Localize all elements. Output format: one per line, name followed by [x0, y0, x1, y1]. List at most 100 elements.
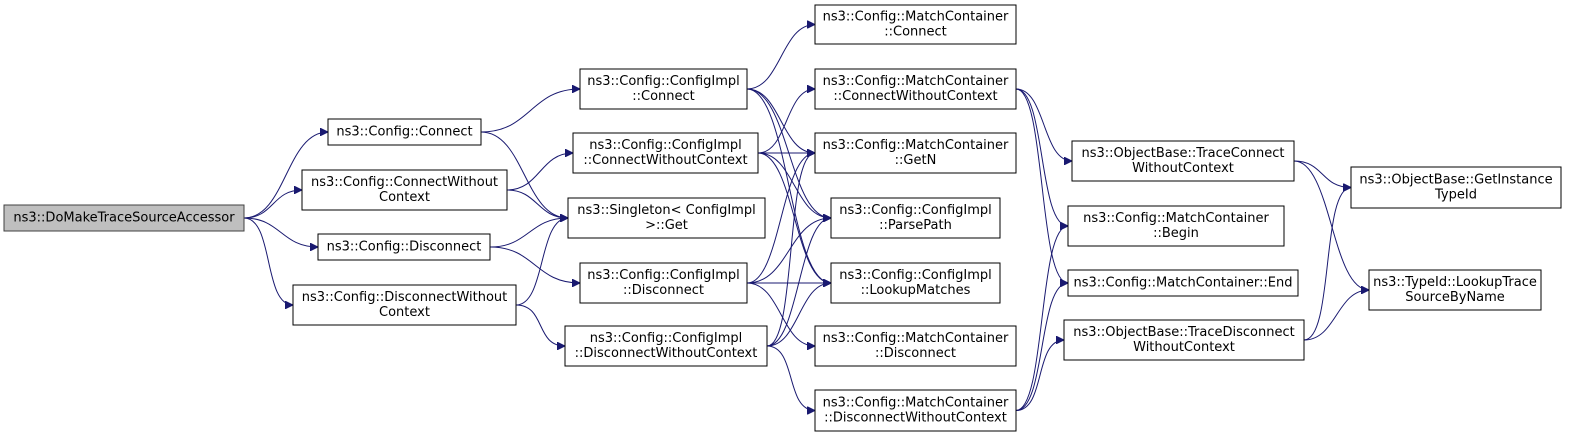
node-label: ::DisconnectWithoutContext [575, 346, 758, 361]
edge-ob-trace-disconnect-to-typeid-lookup [1303, 290, 1369, 341]
edge-mc-connect-wo-to-mc-begin [1015, 88, 1069, 226]
graph-node-mc-disconnect[interactable]: ns3::Config::MatchContainer::Disconnect [814, 325, 1017, 367]
node-box [814, 325, 1017, 367]
node-label: ns3::DoMakeTraceSourceAccessor [13, 211, 235, 226]
edge-cfg-connect-to-impl-connect [480, 89, 580, 133]
nodes-layer: ns3::DoMakeTraceSourceAccessorns3::Confi… [3, 4, 1562, 432]
graph-node-cfg-disconnect[interactable]: ns3::Config::Disconnect [317, 233, 491, 261]
graph-node-ob-trace-connect[interactable]: ns3::ObjectBase::TraceConnectWithoutCont… [1071, 140, 1295, 182]
node-label: ns3::Config::ConfigImpl [590, 331, 743, 346]
node-box [564, 325, 768, 367]
graph-node-impl-disconnect[interactable]: ns3::Config::ConfigImpl::Disconnect [579, 262, 748, 304]
edge-root-to-cfg-connect-wo [243, 190, 302, 219]
graph-node-impl-disconnect-wo[interactable]: ns3::Config::ConfigImpl::DisconnectWitho… [564, 325, 768, 367]
node-box [1067, 205, 1285, 247]
node-label: WithoutContext [1133, 340, 1235, 355]
graph-node-mc-disconnect-wo[interactable]: ns3::Config::MatchContainer::DisconnectW… [814, 389, 1017, 432]
graph-node-root[interactable]: ns3::DoMakeTraceSourceAccessor [3, 204, 245, 232]
node-label: ns3::Config::MatchContainer [1083, 211, 1269, 226]
node-label: Context [379, 190, 430, 205]
graph-node-mc-connect[interactable]: ns3::Config::MatchContainer::Connect [814, 4, 1017, 45]
edge-cfg-disconnect-to-singleton-get [489, 218, 568, 248]
node-box [1067, 269, 1299, 297]
edge-cfg-connect-wo-to-singleton-get [506, 189, 568, 218]
node-box [567, 197, 766, 239]
node-box [814, 4, 1017, 45]
node-box [1063, 319, 1305, 361]
node-label: WithoutContext [1132, 161, 1234, 176]
node-label: ns3::Config::ConfigImpl [839, 268, 992, 283]
node-label: ns3::Config::MatchContainer [823, 10, 1009, 25]
graph-node-impl-parsepath[interactable]: ns3::Config::ConfigImpl::ParsePath [830, 197, 1001, 239]
node-label: ns3::Singleton< ConfigImpl [577, 203, 755, 218]
edge-impl-disconnect-wo-to-impl-parsepath [766, 218, 832, 347]
graph-node-mc-connect-wo[interactable]: ns3::Config::MatchContainer::ConnectWith… [814, 68, 1017, 110]
node-box [572, 132, 759, 174]
graph-node-cfg-connect[interactable]: ns3::Config::Connect [327, 118, 482, 146]
node-box [814, 68, 1017, 110]
graph-node-cfg-connect-wo[interactable]: ns3::Config::ConnectWithoutContext [301, 169, 508, 211]
node-box [292, 284, 517, 326]
graph-node-impl-connect[interactable]: ns3::Config::ConfigImpl::Connect [579, 68, 748, 110]
node-label: ns3::Config::DisconnectWithout [302, 290, 508, 305]
edge-root-to-cfg-disconnect-wo [243, 217, 294, 305]
node-label: ns3::TypeId::LookupTrace [1373, 275, 1537, 290]
edge-cfg-disconnect-wo-to-singleton-get [515, 218, 569, 306]
edge-ob-trace-connect-to-typeid-lookup [1293, 160, 1369, 290]
node-label: ::GetN [895, 153, 937, 168]
graph-node-impl-connect-wo[interactable]: ns3::Config::ConfigImpl::ConnectWithoutC… [572, 132, 759, 174]
edge-cfg-connect-wo-to-impl-connect-wo [506, 153, 573, 191]
node-box [1350, 166, 1562, 209]
edge-impl-connect-wo-to-impl-parsepath [757, 152, 831, 218]
node-box [317, 233, 491, 261]
graph-node-mc-end[interactable]: ns3::Config::MatchContainer::End [1067, 269, 1299, 297]
edge-impl-connect-to-impl-lookup [746, 88, 831, 283]
edge-root-to-cfg-connect [243, 132, 328, 219]
edge-impl-disconnect-to-impl-parsepath [746, 218, 831, 284]
edge-impl-disconnect-to-mc-disconnect [746, 282, 815, 346]
node-label: ::ConnectWithoutContext [833, 89, 997, 104]
node-label: ns3::Config::Disconnect [327, 240, 482, 255]
node-label: TypeId [1434, 188, 1477, 203]
edge-mc-disconnect-wo-to-ob-trace-disconnect [1015, 340, 1065, 411]
graph-node-ob-trace-disconnect[interactable]: ns3::ObjectBase::TraceDisconnectWithoutC… [1063, 319, 1305, 361]
edge-mc-disconnect-wo-to-mc-end [1015, 283, 1069, 411]
node-box [1071, 140, 1295, 182]
edge-mc-connect-wo-to-mc-end [1015, 88, 1069, 283]
node-label: >::Get [645, 218, 688, 233]
node-label: Context [379, 305, 430, 320]
edge-impl-disconnect-to-mc-getn [746, 153, 816, 284]
node-label: ns3::ObjectBase::TraceDisconnect [1073, 325, 1295, 340]
node-label: ns3::Config::ConfigImpl [839, 203, 992, 218]
node-box [327, 118, 482, 146]
graph-node-singleton-get[interactable]: ns3::Singleton< ConfigImpl>::Get [567, 197, 766, 239]
node-label: ::Disconnect [623, 283, 704, 298]
edge-impl-disconnect-wo-to-impl-lookup [766, 283, 831, 347]
node-label: SourceByName [1405, 290, 1505, 305]
node-label: ::Begin [1153, 226, 1199, 241]
graph-node-cfg-disconnect-wo[interactable]: ns3::Config::DisconnectWithoutContext [292, 284, 517, 326]
node-box [1368, 269, 1542, 311]
node-label: ns3::Config::MatchContainer [823, 138, 1009, 153]
node-label: ns3::Config::ConfigImpl [587, 268, 740, 283]
node-label: ns3::ObjectBase::TraceConnect [1081, 146, 1284, 161]
node-box [830, 197, 1001, 239]
graph-node-impl-lookup[interactable]: ns3::Config::ConfigImpl::LookupMatches [830, 262, 1001, 304]
node-label: ns3::Config::ConnectWithout [311, 175, 498, 190]
node-label: ::Disconnect [875, 346, 956, 361]
edge-impl-disconnect-wo-to-mc-getn [766, 153, 816, 347]
node-box [814, 132, 1017, 174]
edge-impl-connect-to-mc-connect [746, 25, 815, 90]
edge-impl-connect-wo-to-mc-connect-wo [757, 89, 815, 154]
edge-mc-connect-wo-to-ob-trace-connect [1015, 88, 1073, 161]
graph-node-mc-getn[interactable]: ns3::Config::MatchContainer::GetN [814, 132, 1017, 174]
node-box [814, 389, 1017, 432]
edge-impl-disconnect-wo-to-mc-disconnect-wo [766, 345, 815, 411]
graph-node-mc-begin[interactable]: ns3::Config::MatchContainer::Begin [1067, 205, 1285, 247]
node-box [3, 204, 245, 232]
node-label: ns3::Config::MatchContainer::End [1074, 276, 1293, 291]
node-label: ::ConnectWithoutContext [583, 153, 747, 168]
